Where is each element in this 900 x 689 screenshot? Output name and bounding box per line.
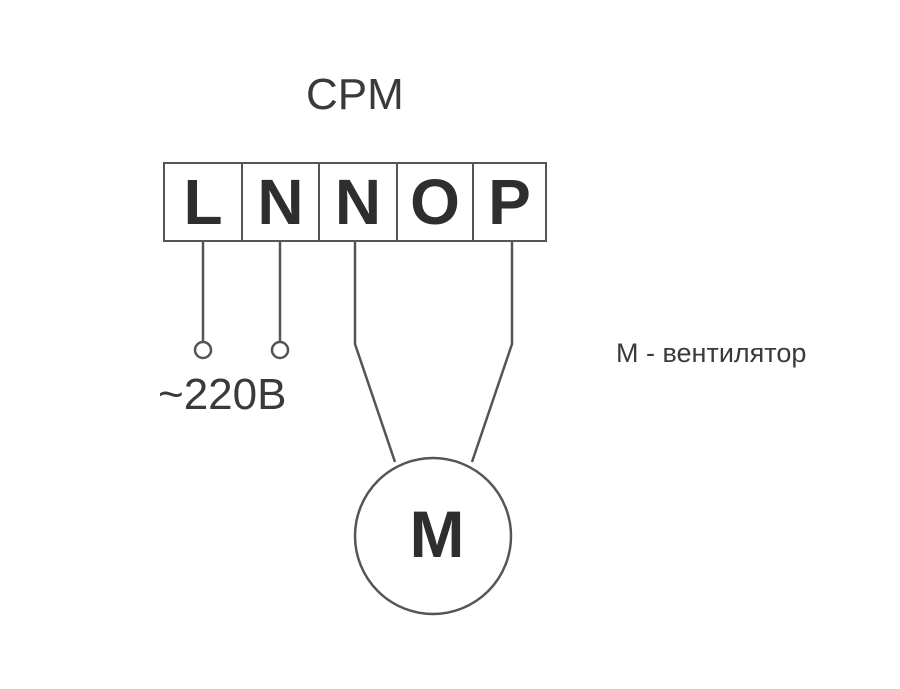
legend-text: M - вентилятор — [616, 338, 807, 368]
device-title: CPM — [306, 70, 404, 119]
supply-pin-n — [270, 340, 290, 360]
motor-circle — [353, 456, 513, 616]
terminal-o: O — [396, 162, 474, 242]
wire-motor-n — [353, 242, 397, 463]
motor-label: M — [409, 497, 465, 571]
wire-motor-p — [470, 242, 514, 463]
supply-voltage-label: ~220B — [158, 370, 287, 419]
terminal-n2: N — [318, 162, 398, 242]
supply-pin-l — [193, 340, 213, 360]
terminal-l: L — [163, 162, 243, 242]
terminal-n1: N — [241, 162, 320, 242]
terminal-p: P — [472, 162, 547, 242]
